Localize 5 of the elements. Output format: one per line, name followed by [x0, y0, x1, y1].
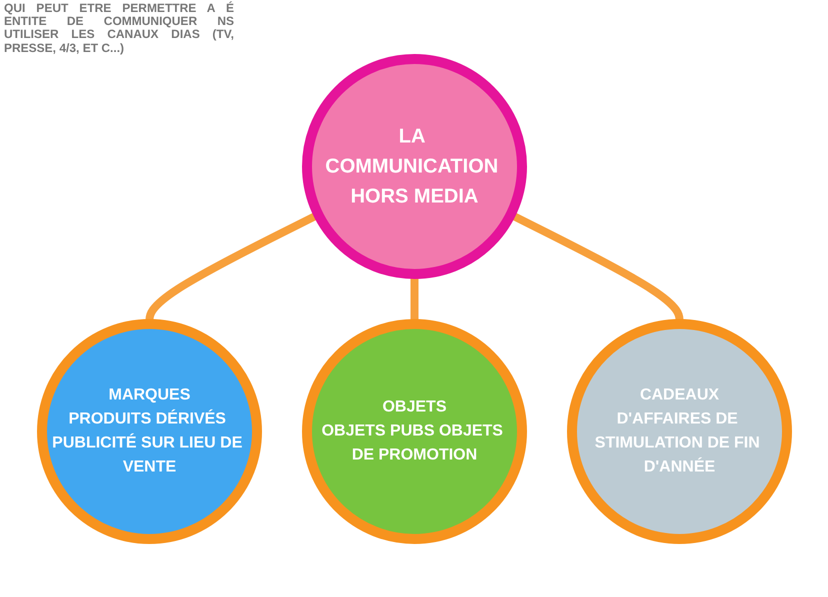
node-circle: LA COMMUNICATION HORS MEDIA: [302, 54, 526, 278]
node-circle: CADEAUX D'AFFAIRES DE STIMULATION DE FIN D'ANNÉE: [566, 318, 792, 544]
node-circle: MARQUES PRODUITS DÉRIVÉS PUBLICITÉ SUR LIEU DE VENTE: [36, 318, 262, 544]
note-text: QUI PEUT ETRE PERMETTRE A É ENTITE DE COMMUNIQUER NS UTILISER LES CANAUX DIAS (TV, PRESSE, 4/3, ET C...): [4, 2, 234, 55]
node-circle: OBJETS OBJETS PUBS OBJETS DE PROMOTION: [302, 318, 526, 544]
